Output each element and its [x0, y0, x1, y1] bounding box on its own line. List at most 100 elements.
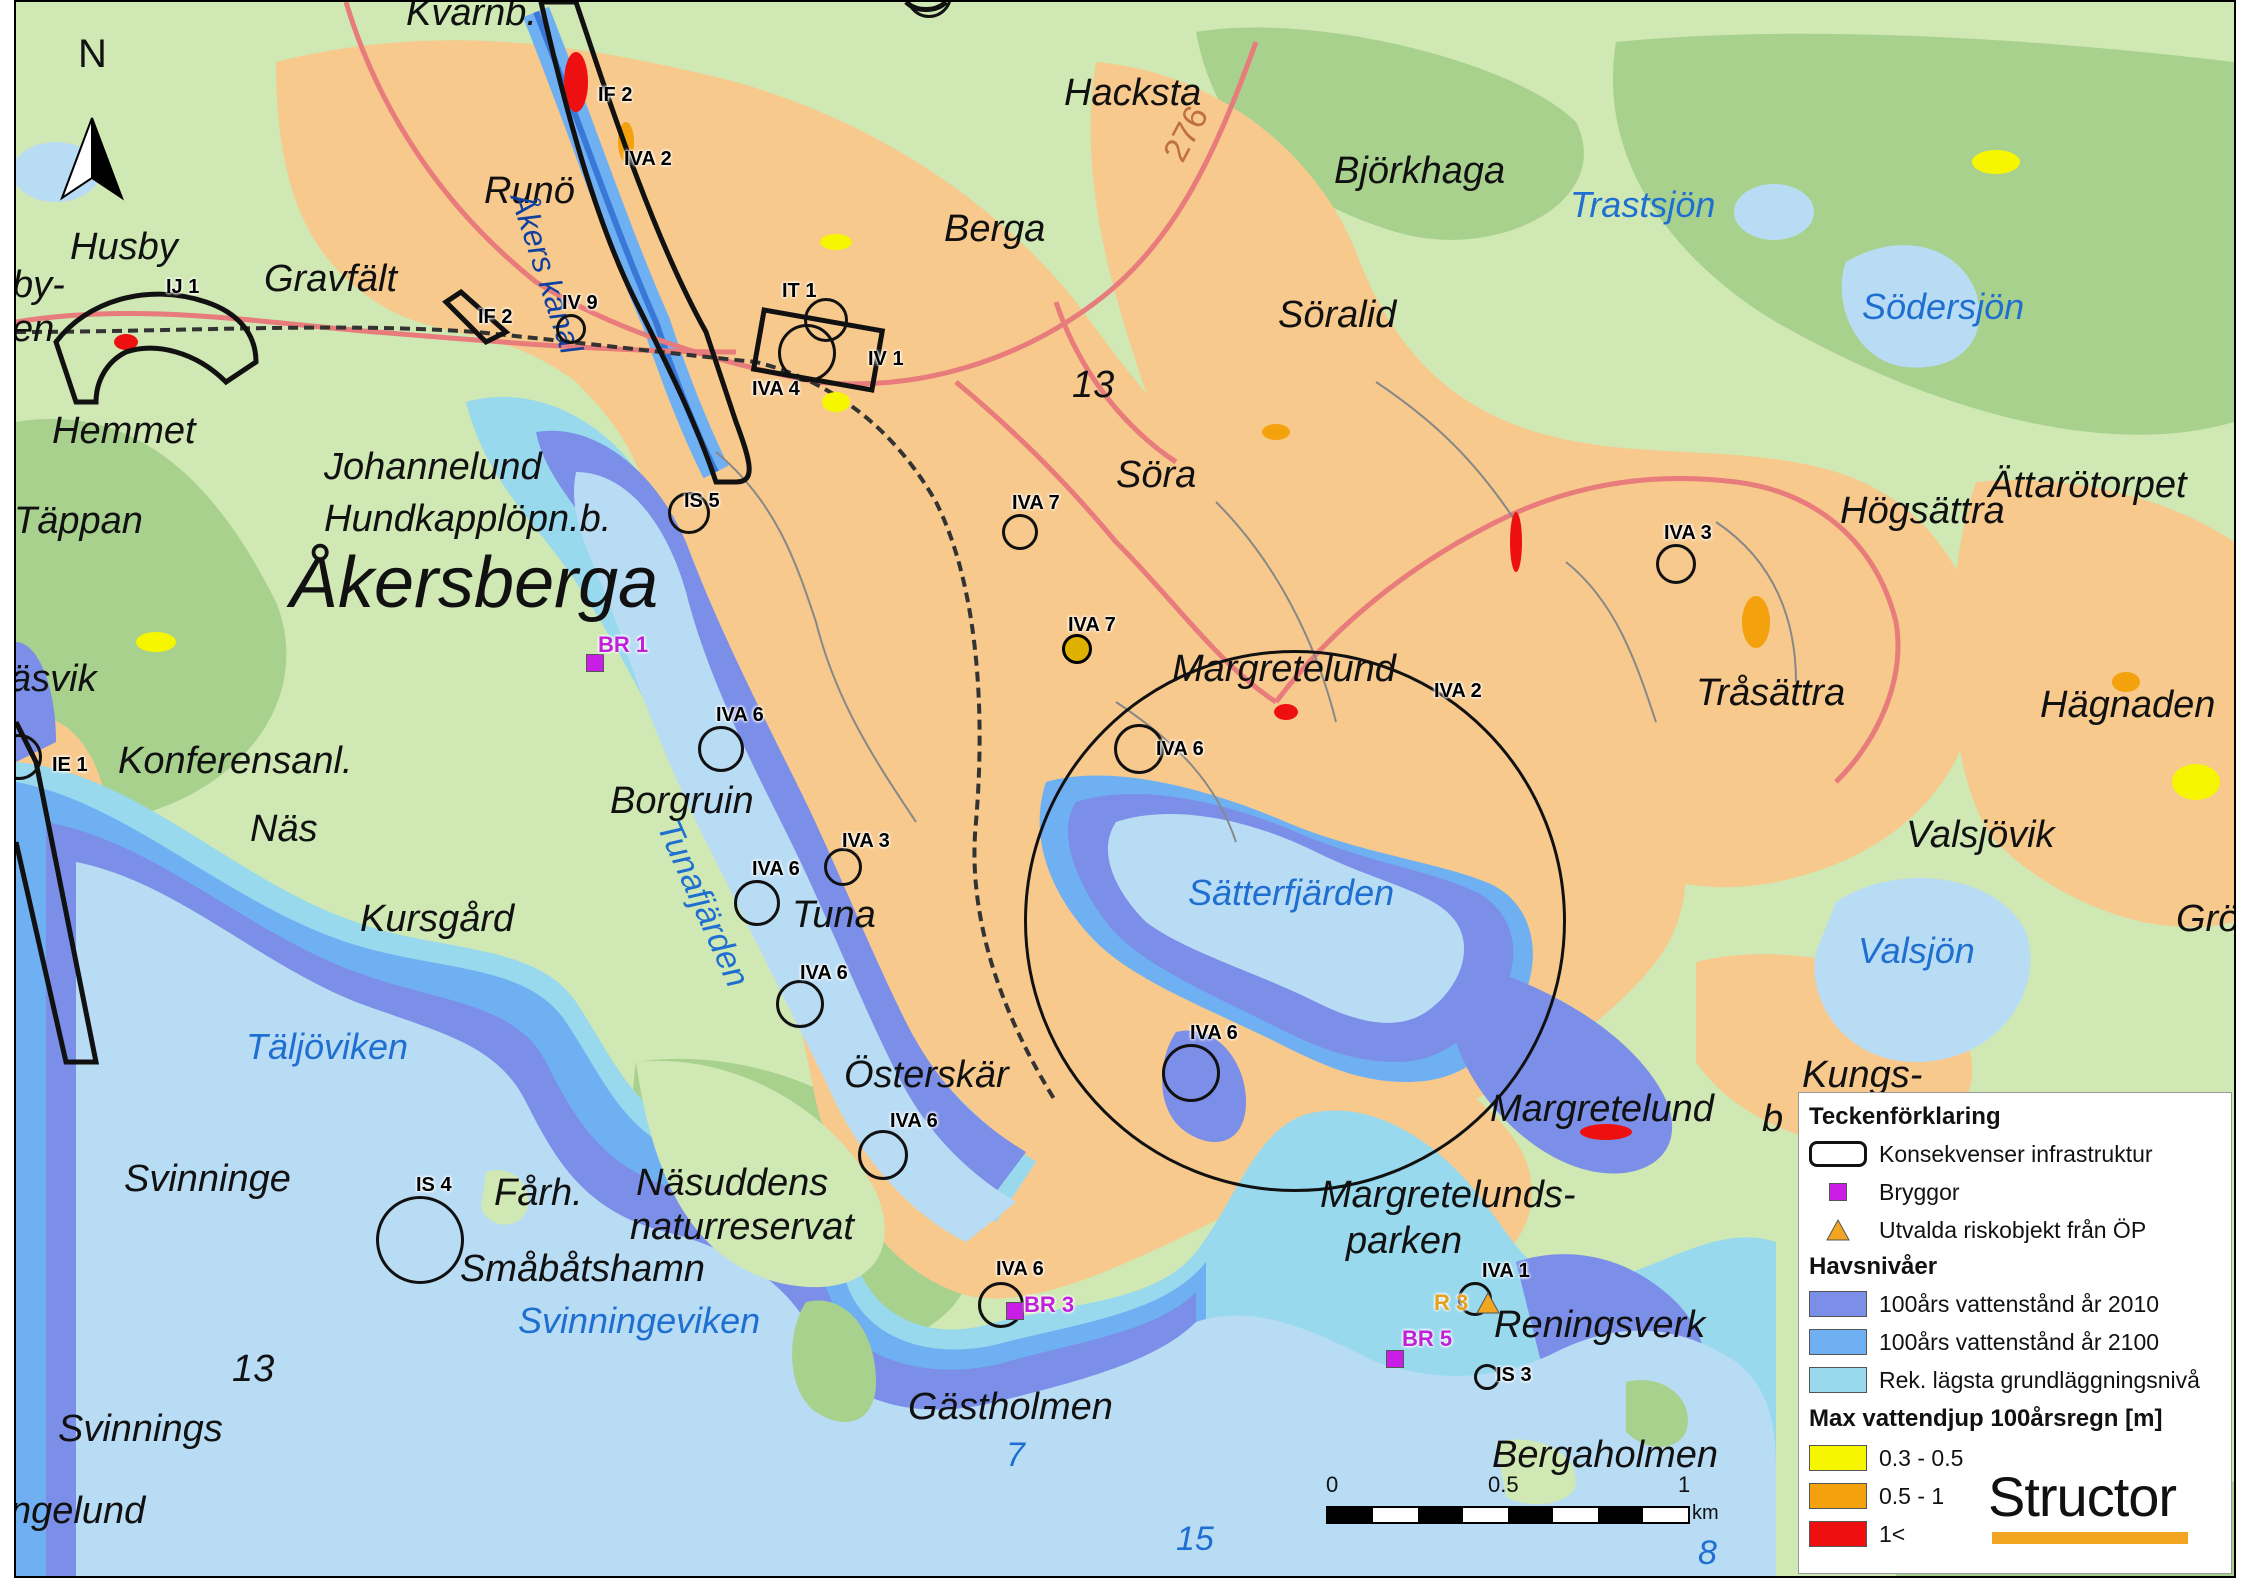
place-label-sora: Söra [1116, 454, 1197, 496]
place-label-hogsattra: Högsättra [1840, 490, 2005, 532]
north-arrow [59, 117, 125, 201]
north-label: N [78, 32, 107, 76]
island-east [1626, 1380, 1688, 1447]
legend-label-sea-2100: 100års vattenstånd år 2100 [1879, 1328, 2160, 1355]
code-label-iva2b: IVA 2 [1434, 680, 1482, 702]
legend-label-depth-1: 0.3 - 0.5 [1879, 1444, 1964, 1471]
place-label-berga: Berga [944, 208, 1046, 250]
code-label-is4: IS 4 [416, 1174, 452, 1196]
road [715, 451, 917, 823]
place-label-vasvik: äsvik [14, 658, 97, 700]
flood-spot [136, 632, 176, 652]
marker-ring-iva6e [1162, 1044, 1220, 1102]
code-label-iva6f: IVA 6 [890, 1110, 938, 1132]
place-label-kvarnb: Kvarnb. [406, 0, 537, 34]
marker-ring-iva6a [698, 726, 744, 772]
place-label-svinninge: Svinninge [124, 1158, 291, 1200]
forest-area [1196, 27, 1584, 240]
code-label-iva7b: IVA 7 [1068, 614, 1116, 636]
place-label-13-south: 13 [232, 1348, 275, 1390]
marker-ring-iva6c [734, 880, 780, 926]
water-depth-7: 7 [1006, 1436, 1025, 1474]
place-label-hagnaden: Hägnaden [2040, 684, 2216, 726]
legend-title: Teckenförklaring [1809, 1103, 2001, 1130]
road [1715, 521, 1797, 683]
legend-swatch-risk [1809, 1217, 1867, 1243]
code-label-iva6b: IVA 6 [1156, 738, 1204, 760]
legend-item-sea-2100: 100års vattenstånd år 2100 [1809, 1327, 2159, 1357]
code-label-if2b: IF 2 [478, 306, 513, 328]
marker-ring-iva3b [824, 848, 862, 886]
structor-logo: Structor [1988, 1465, 2177, 1528]
place-label-tappan: Täppan [14, 500, 143, 542]
code-label-iva6c: IVA 6 [752, 858, 800, 880]
forest-area [16, 418, 287, 832]
marker-ring-is3 [1474, 1364, 1500, 1390]
scale-bar-segments [1326, 1506, 1690, 1524]
infra-outline-if2 [442, 288, 511, 346]
flood-spot [1262, 424, 1290, 440]
road [16, 310, 737, 355]
marker-ring-iva3a [1656, 544, 1696, 584]
marker-ring-is5 [668, 492, 710, 534]
infra-outline-ij1 [53, 291, 259, 405]
place-label-runo: Runö [484, 170, 575, 212]
code-label-iva6g: IVA 6 [996, 1258, 1044, 1280]
marker-ring-iva7a [1002, 514, 1038, 550]
scale-unit: km [1692, 1502, 1719, 1524]
flood-spot [1742, 596, 1770, 648]
place-label-husby: Husby [70, 226, 178, 268]
jetty-label-br1: BR 1 [598, 632, 649, 657]
flood-spot [564, 52, 588, 112]
marker-ring-iva7b [1062, 634, 1092, 664]
legend-label-jetty: Bryggor [1879, 1178, 1960, 1205]
code-label-iva6e: IVA 6 [1190, 1022, 1238, 1044]
place-label-gastholmen: Gästholmen [908, 1386, 1113, 1428]
place-label-borgruin: Borgruin [610, 780, 754, 822]
urban-area [1951, 480, 2234, 928]
place-label-bjorkhaga: Björkhaga [1334, 150, 1506, 192]
legend-item-sea-2010: 100års vattenstånd år 2010 [1809, 1289, 2159, 1319]
legend-swatch-sea-2100 [1809, 1329, 1867, 1355]
jetty-label-br3: BR 3 [1024, 1292, 1075, 1317]
marker-ring-iva2b-large [1024, 650, 1566, 1192]
road [1375, 381, 1517, 523]
place-label-by: by- [14, 264, 65, 306]
legend-section-depth: Max vattendjup 100årsregn [m] [1809, 1405, 2163, 1432]
legend-item-grund: Rek. lägsta grundläggningsnivå [1809, 1365, 2200, 1395]
marker-ring-iva6f [858, 1130, 908, 1180]
jetty-marker-br3 [1006, 1302, 1024, 1320]
code-label-iva6d: IVA 6 [800, 962, 848, 984]
place-label-ngelund: ngelund [14, 1490, 146, 1532]
legend-swatch-grund [1809, 1367, 1867, 1393]
jetty-marker-br1 [586, 654, 604, 672]
code-label-iva7a: IVA 7 [1012, 492, 1060, 514]
water-label-valsjon: Valsjön [1858, 930, 1975, 971]
place-label-osterskar: Österskär [844, 1054, 1009, 1096]
structor-logo-bar [1992, 1532, 2188, 1544]
place-label-valsjovik: Valsjövik [1906, 814, 2055, 856]
place-label-nas: Näs [250, 808, 318, 850]
code-label-iva3b: IVA 3 [842, 830, 890, 852]
place-label-konferensanl: Konferensanl. [118, 740, 353, 782]
place-label-margretelundsparken-2: parken [1346, 1220, 1463, 1262]
place-label-13-north: 13 [1072, 364, 1115, 406]
place-label-attarotorpet: Ättarötorpet [1988, 464, 2187, 506]
place-label-smabatshamn: Småbåtshamn [460, 1248, 706, 1290]
flood-spot [2172, 764, 2220, 800]
marker-ring-iva6b [1114, 724, 1164, 774]
marker-ring-iva6d [776, 980, 824, 1028]
scale-label-0: 0 [1326, 1472, 1339, 1497]
code-label-is3: IS 3 [1496, 1364, 1532, 1386]
forest-area [1612, 33, 2234, 435]
code-label-iva1: IVA 1 [1482, 1260, 1530, 1282]
place-label-margretelund-south: Margretelund [1490, 1088, 1714, 1130]
lake-trastsjon [1734, 184, 1814, 240]
flood-spot [1972, 150, 2020, 174]
place-label-en: en [14, 308, 55, 350]
code-label-iva6a: IVA 6 [716, 704, 764, 726]
island-nasudden [636, 1060, 885, 1288]
north-arrow-right-half [91, 117, 125, 201]
code-label-iva3a: IVA 3 [1664, 522, 1712, 544]
place-label-johannelund: Johannelund [324, 446, 542, 488]
